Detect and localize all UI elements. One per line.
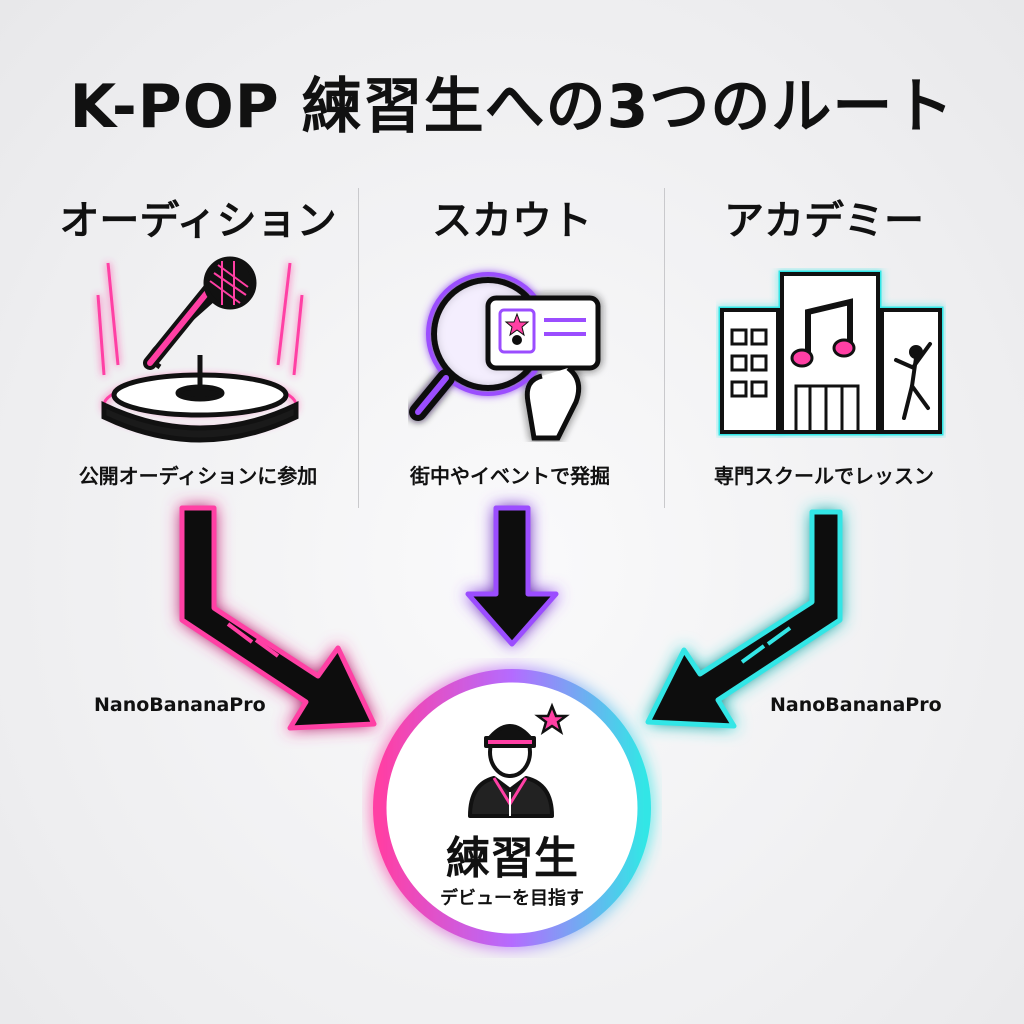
destination-title: 練習生 <box>446 833 578 884</box>
route-caption-academy: 専門スクールでレッスン <box>714 464 934 488</box>
magnifier-id-card-icon <box>409 272 601 441</box>
watermark-left: NanoBananaPro <box>94 694 266 716</box>
watermark-right: NanoBananaPro <box>770 694 942 716</box>
route-title-academy: アカデミー <box>724 198 924 244</box>
route-caption-scout: 街中やイベントで発掘 <box>410 464 610 488</box>
page-title: K-POP 練習生への3つのルート <box>69 72 955 142</box>
route-title-scout: スカウト <box>432 198 592 244</box>
microphone-stage-icon <box>96 256 304 443</box>
column-divider <box>358 188 359 508</box>
school-building-music-icon <box>718 270 944 436</box>
trainee-person-star-icon <box>468 702 570 818</box>
route-caption-audition: 公開オーディションに参加 <box>78 464 318 488</box>
column-divider <box>664 188 665 508</box>
destination-subtitle: デビューを目指す <box>440 888 584 909</box>
route-title-audition: オーディション <box>59 198 337 244</box>
